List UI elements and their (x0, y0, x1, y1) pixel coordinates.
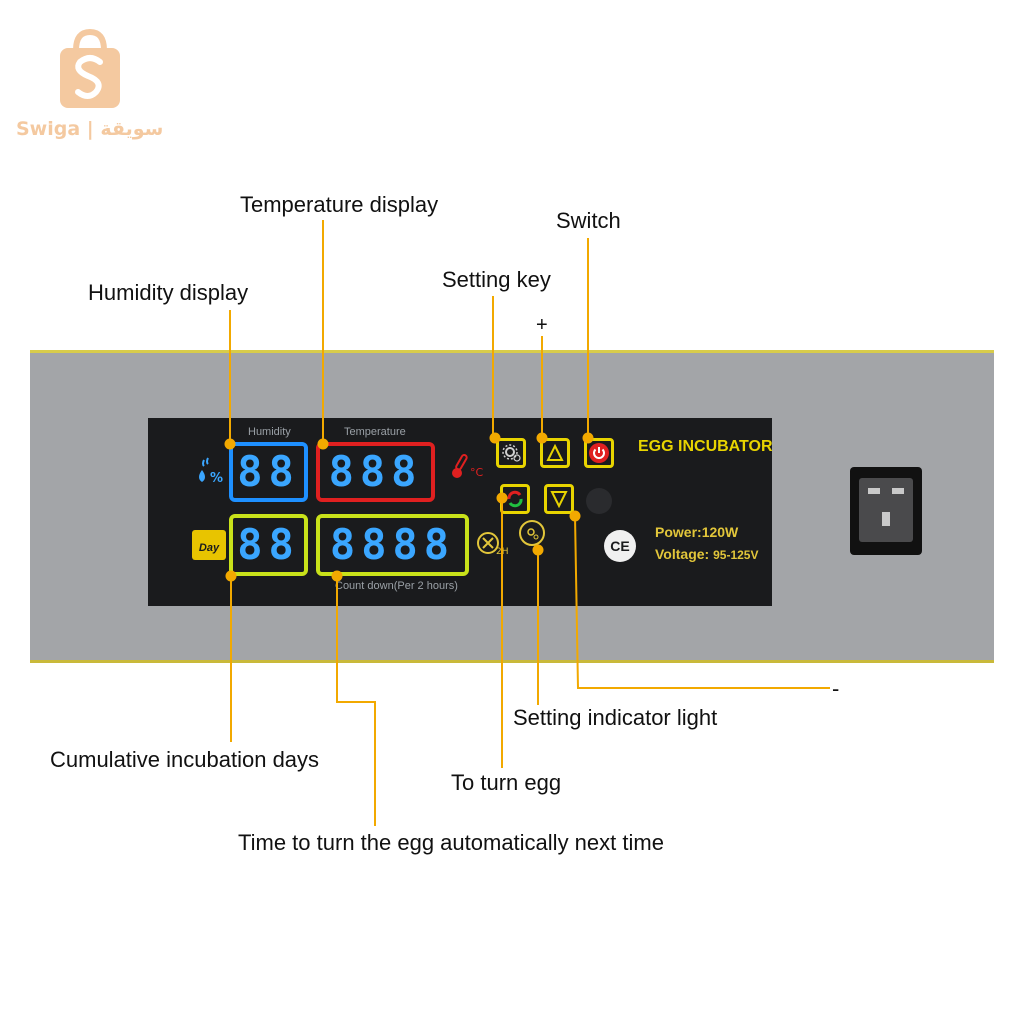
arrow-down-icon (550, 491, 568, 508)
temperature-caption: Temperature (344, 426, 406, 438)
power-switch-button[interactable] (584, 438, 614, 468)
setting-indicator-light (519, 520, 545, 546)
down-minus-button[interactable] (544, 484, 574, 514)
arrow-up-icon (546, 444, 564, 461)
power-rating: Power:120W (655, 524, 738, 540)
turn-timer-icon: 2H (477, 532, 509, 557)
gear-icon (502, 444, 521, 462)
countdown-display: 8888 (316, 514, 469, 576)
voltage-label: Voltage: (655, 546, 710, 562)
voltage-value: 95-125V (713, 548, 759, 562)
voltage-rating: Voltage: 95-125V (655, 546, 758, 562)
thermometer-icon: °C (452, 453, 484, 479)
label-minus: - (832, 676, 840, 701)
humidity-percent-symbol: % (210, 471, 223, 486)
label-time-to-turn: Time to turn the egg automatically next … (238, 830, 664, 855)
power-icon (589, 443, 609, 463)
brand-watermark: Swiga | سويقة (16, 118, 163, 140)
gear-small-icon (527, 528, 539, 540)
humidity-display: 88 (229, 442, 308, 502)
turn-timer-label: 2H (496, 547, 509, 557)
humidity-icon: % (199, 457, 223, 486)
label-cumulative-incubation-days: Cumulative incubation days (50, 747, 320, 772)
label-switch: Switch (556, 208, 621, 233)
sensor-window (586, 488, 612, 514)
countdown-caption: Count down(Per 2 hours) (335, 580, 458, 592)
humidity-digits: 88 (237, 447, 300, 496)
socket-pin-ground (882, 512, 890, 526)
label-temperature-display: Temperature display (240, 192, 439, 217)
power-value: 120W (701, 524, 739, 540)
setting-key-button[interactable] (496, 438, 526, 468)
days-digits: 88 (237, 520, 300, 569)
brand-separator: | (86, 118, 94, 140)
day-icon-label: Day (198, 542, 220, 554)
turn-egg-button[interactable] (500, 484, 530, 514)
brand-latin: Swiga (16, 118, 81, 140)
socket-pin-left (868, 488, 880, 494)
label-setting-indicator-light: Setting indicator light (513, 705, 718, 730)
product-title: EGG INCUBATOR (638, 438, 773, 455)
socket-pin-right (892, 488, 904, 494)
label-to-turn-egg: To turn egg (451, 770, 562, 795)
shopping-bag-logo-icon (60, 28, 120, 108)
incubation-days-display: 88 (229, 514, 308, 576)
ce-mark: CE (604, 530, 636, 562)
power-label: Power: (655, 524, 702, 540)
countdown-digits: 8888 (329, 520, 456, 569)
temperature-digits: 888 (328, 447, 423, 496)
temperature-unit: °C (470, 466, 484, 479)
up-plus-button[interactable] (540, 438, 570, 468)
rotate-arrows-icon (507, 490, 523, 508)
label-plus: + (536, 314, 548, 336)
temperature-display: 888 (316, 442, 435, 502)
ce-mark-text: CE (610, 538, 630, 554)
brand-arabic: سويقة (100, 118, 164, 140)
label-setting-key: Setting key (442, 267, 551, 292)
label-humidity-display: Humidity display (88, 280, 249, 305)
humidity-caption: Humidity (248, 426, 291, 438)
calendar-day-icon: Day (192, 530, 226, 560)
